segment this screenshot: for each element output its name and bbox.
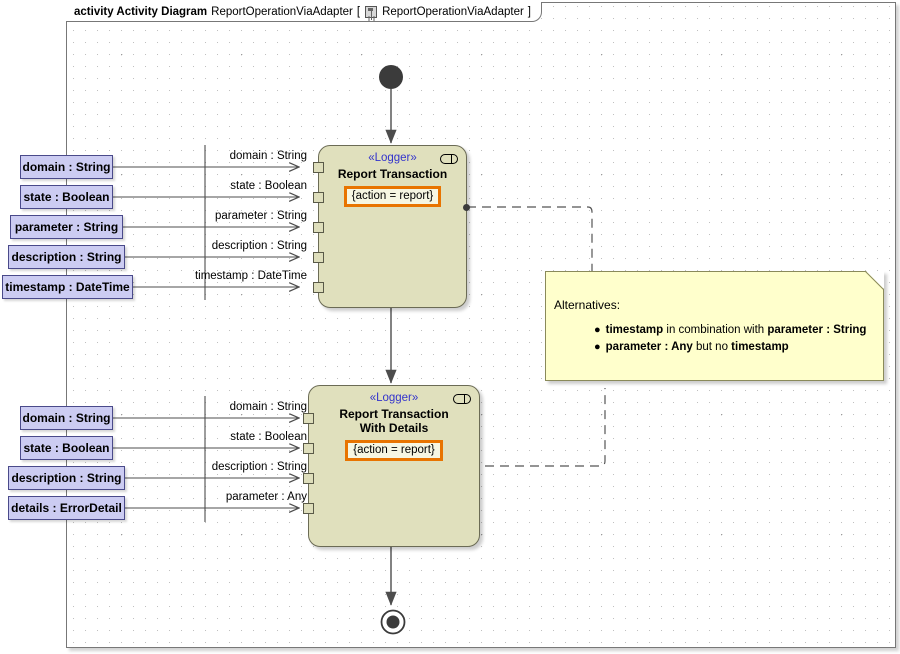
note-item-text-1: in combination with xyxy=(663,324,768,336)
action-title-line1: Report Transaction xyxy=(339,407,449,421)
action-node-report-transaction[interactable]: «Logger» Report Transaction {action = re… xyxy=(313,145,470,308)
input-pin-state[interactable] xyxy=(303,443,314,454)
input-pin-description[interactable] xyxy=(303,473,314,484)
diagram-keyword: activity Activity Diagram xyxy=(74,5,208,18)
edge-label-timestamp: timestamp : DateTime xyxy=(194,270,307,282)
note-title: Alternatives: xyxy=(554,298,621,312)
input-pin-description[interactable] xyxy=(313,252,324,263)
note-fold-outline xyxy=(865,271,884,290)
note-item-bold-2: parameter : String xyxy=(767,324,867,336)
bullet-icon: ● xyxy=(594,341,601,353)
param-box-parameter[interactable]: parameter : String xyxy=(10,215,123,239)
edge-label-domain: domain : String xyxy=(229,150,307,162)
action-title: Report Transaction xyxy=(337,167,448,181)
input-pin-timestamp[interactable] xyxy=(313,282,324,293)
edge-label-domain-2: domain : String xyxy=(229,401,307,413)
input-pin-domain[interactable] xyxy=(313,162,324,173)
note-item: ● parameter : Any but no timestamp xyxy=(594,339,866,356)
param-box-timestamp[interactable]: timestamp : DateTime xyxy=(2,275,133,299)
input-pin-parameter[interactable] xyxy=(303,503,314,514)
constraint-badge[interactable]: {action = report} xyxy=(345,440,443,461)
edge-label-state-2: state : Boolean xyxy=(230,431,307,443)
param-box-domain-2[interactable]: domain : String xyxy=(20,406,113,430)
note-item-list: ● timestamp in combination with parameter… xyxy=(594,322,866,356)
note-fold-corner xyxy=(866,271,884,289)
input-pin-domain[interactable] xyxy=(303,413,314,424)
input-pin-parameter[interactable] xyxy=(313,222,324,233)
param-box-details[interactable]: details : ErrorDetail xyxy=(8,496,125,520)
behavior-badge-icon xyxy=(453,394,471,404)
diagram-qualified-name: ReportOperationViaAdapter xyxy=(382,5,524,18)
param-box-description[interactable]: description : String xyxy=(8,245,125,269)
note-item-bold-1: timestamp xyxy=(605,324,664,336)
param-box-state[interactable]: state : Boolean xyxy=(20,185,113,209)
bullet-icon: ● xyxy=(594,324,601,336)
constraint-badge[interactable]: {action = report} xyxy=(343,186,442,207)
edge-label-parameter: parameter : String xyxy=(214,210,307,222)
action-title-line2: With Details xyxy=(359,421,429,435)
diagram-name: ReportOperationViaAdapter xyxy=(211,5,353,18)
activity-diagram-icon xyxy=(365,5,378,18)
stereotype-label: «Logger» xyxy=(369,392,419,404)
action-node-report-transaction-with-details[interactable]: «Logger» Report Transaction With Details… xyxy=(303,385,480,547)
bracket-close: ] xyxy=(527,5,531,18)
note-item: ● timestamp in combination with parameter… xyxy=(594,322,866,339)
bracket-open: [ xyxy=(356,5,361,18)
stereotype-label: «Logger» xyxy=(368,152,417,164)
note-anchor-point-top xyxy=(463,204,470,211)
note-alternatives[interactable]: Alternatives: ● timestamp in combination … xyxy=(545,271,884,381)
input-pin-state[interactable] xyxy=(313,192,324,203)
edge-label-state: state : Boolean xyxy=(230,180,307,192)
note-item-bold-2: timestamp xyxy=(731,341,789,353)
note-item-text-1: but no xyxy=(692,341,732,353)
diagram-frame-header[interactable]: activity Activity Diagram ReportOperatio… xyxy=(66,2,542,22)
edge-label-description: description : String xyxy=(211,240,307,252)
edge-label-description-2: description : String xyxy=(211,461,307,473)
param-box-domain[interactable]: domain : String xyxy=(20,155,113,179)
edge-label-parameter-any: parameter : Any xyxy=(225,491,307,503)
param-box-description-2[interactable]: description : String xyxy=(8,466,125,490)
param-box-state-2[interactable]: state : Boolean xyxy=(20,436,113,460)
behavior-badge-icon xyxy=(440,154,458,164)
note-item-bold-1: parameter : Any xyxy=(605,341,693,353)
